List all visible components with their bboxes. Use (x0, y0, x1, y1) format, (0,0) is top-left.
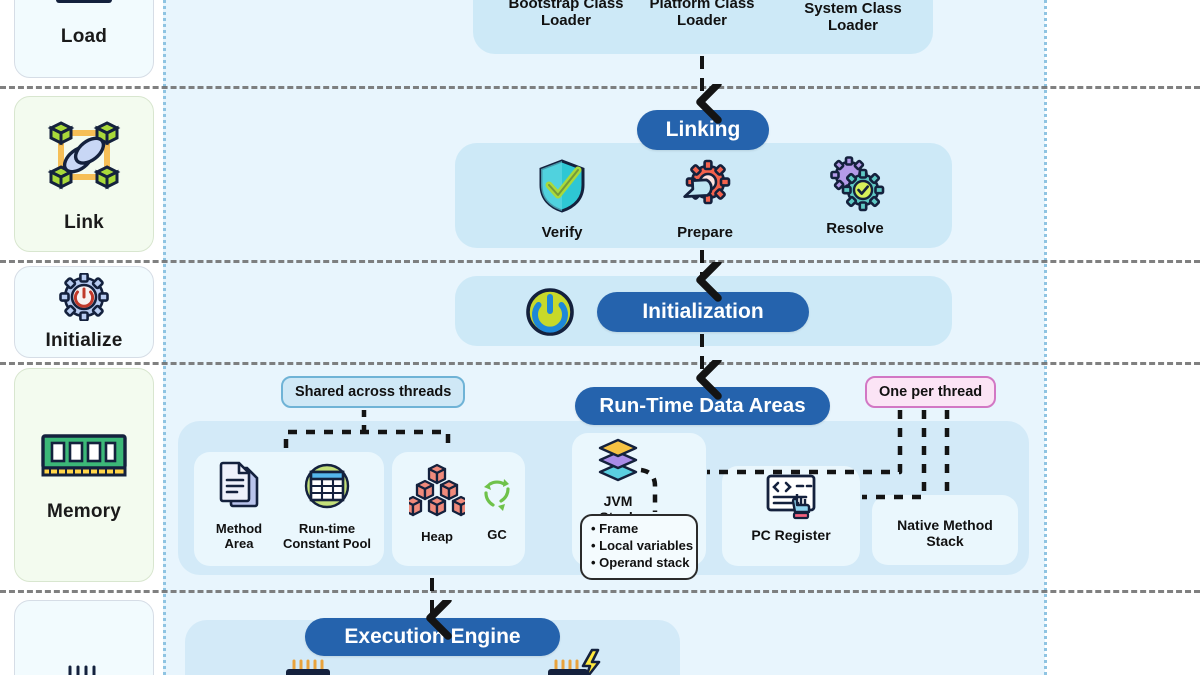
left-rail-divider (163, 0, 166, 675)
row-separator-load-link (0, 86, 1200, 89)
sidebar-item-load[interactable]: Load (14, 0, 154, 78)
sidebar-item-execution[interactable] (14, 600, 154, 675)
initialization-title-pill[interactable]: Initialization (597, 292, 809, 332)
method-area-label-line1: Method (215, 521, 263, 536)
linking-step-prepare-label: Prepare (677, 224, 733, 241)
gears-check-icon (825, 155, 885, 218)
jvm-stack-note-operand-stack: • Operand stack (591, 554, 690, 570)
gear-power-icon (58, 271, 110, 326)
linking-title-pill[interactable]: Linking (637, 110, 769, 150)
bootstrap-class-loader[interactable]: Bootstrap Class Loader (500, 0, 632, 30)
recycle-arrows-icon (477, 475, 517, 520)
sidebar-item-initialize-label: Initialize (45, 329, 123, 351)
garbage-collector[interactable]: GC (474, 475, 520, 543)
native-method-stack-card[interactable] (872, 495, 1018, 565)
method-area[interactable]: Method Area (200, 460, 278, 551)
native-method-stack-label-line1: Native Method (897, 517, 993, 533)
badge-shared-across-threads[interactable]: Shared across threads (281, 376, 466, 408)
sidebar-item-memory[interactable]: Memory (14, 368, 154, 582)
gear-wrench-icon (678, 158, 732, 219)
linking-step-verify[interactable]: Verify (512, 158, 612, 242)
sidebar-item-link[interactable]: Link (14, 96, 154, 252)
platform-class-loader-label: Platform Class Loader (649, 0, 755, 29)
row-separator-memory-execution (0, 590, 1200, 593)
system-class-loader[interactable]: System Class Loader (790, 0, 916, 35)
layered-diamonds-icon (590, 438, 646, 491)
bootstrap-class-loader-label: Bootstrap Class Loader (508, 0, 624, 29)
initialization-title: Initialization (642, 300, 764, 323)
pc-register-label: PC Register (751, 527, 831, 543)
heap[interactable]: Heap (403, 463, 471, 545)
ram-stick-icon (38, 428, 130, 489)
jvm-stack-note-frame: • Frame (591, 521, 639, 536)
badge-one-per-thread[interactable]: One per thread (865, 376, 997, 408)
execution-engine-title: Execution Engine (344, 625, 521, 648)
boxes-pyramid-icon (403, 463, 471, 524)
linking-step-prepare[interactable]: Prepare (655, 158, 755, 242)
runtime-data-areas-title-pill[interactable]: Run-Time Data Areas (575, 387, 830, 425)
linking-step-verify-label: Verify (541, 224, 583, 241)
linking-title: Linking (665, 118, 741, 141)
code-window-cursor-icon (761, 472, 821, 525)
sidebar-item-load-label: Load (60, 25, 108, 47)
execution-engine-title-pill[interactable]: Execution Engine (305, 618, 560, 656)
native-method-stack-label-line2: Stack (926, 532, 964, 549)
jvm-stack[interactable]: JVM Stack (585, 438, 651, 525)
linking-step-resolve-label: Resolve (826, 220, 884, 237)
runtime-constant-pool[interactable]: Run-time Constant Pool (275, 460, 379, 551)
laptop-download-icon (52, 0, 116, 20)
document-stack-icon (217, 460, 261, 517)
garbage-collector-label: GC (487, 527, 507, 542)
class-loader-panel (473, 0, 933, 54)
jvm-stack-notes: • Frame • Local variables • Operand stac… (580, 514, 698, 580)
runtime-constant-pool-label-line2: Constant Pool (282, 535, 372, 551)
table-globe-icon (302, 460, 352, 517)
chain-link-nodes-icon (41, 115, 127, 202)
sidebar-item-initialize[interactable]: Initialize (14, 266, 154, 358)
heap-label: Heap (421, 529, 453, 544)
runtime-data-areas-title: Run-Time Data Areas (599, 394, 806, 417)
jvm-stack-note-local-variables: • Local variables (591, 537, 694, 553)
system-class-loader-label: System Class Loader (804, 0, 902, 34)
pc-register[interactable]: PC Register (742, 472, 840, 544)
badge-one-per-thread-label: One per thread (879, 384, 983, 400)
badge-shared-across-threads-label: Shared across threads (295, 384, 452, 400)
chip-icon (278, 655, 340, 675)
power-button-icon (524, 287, 576, 342)
cpu-chip-icon (48, 663, 120, 675)
right-rail-divider (1044, 0, 1047, 675)
native-method-stack: Native Method Stack (872, 517, 1018, 549)
method-area-label-line2: Area (224, 535, 254, 551)
sidebar-item-link-label: Link (64, 211, 104, 233)
platform-class-loader[interactable]: Platform Class Loader (640, 0, 764, 30)
row-separator-initialize-memory (0, 362, 1200, 365)
runtime-constant-pool-label-line1: Run-time (298, 521, 356, 536)
row-separator-link-initialize (0, 260, 1200, 263)
sidebar-item-memory-label: Memory (46, 500, 122, 522)
linking-step-resolve[interactable]: Resolve (805, 155, 905, 238)
shield-check-icon (536, 158, 588, 219)
chip-bolt-icon (540, 648, 612, 675)
